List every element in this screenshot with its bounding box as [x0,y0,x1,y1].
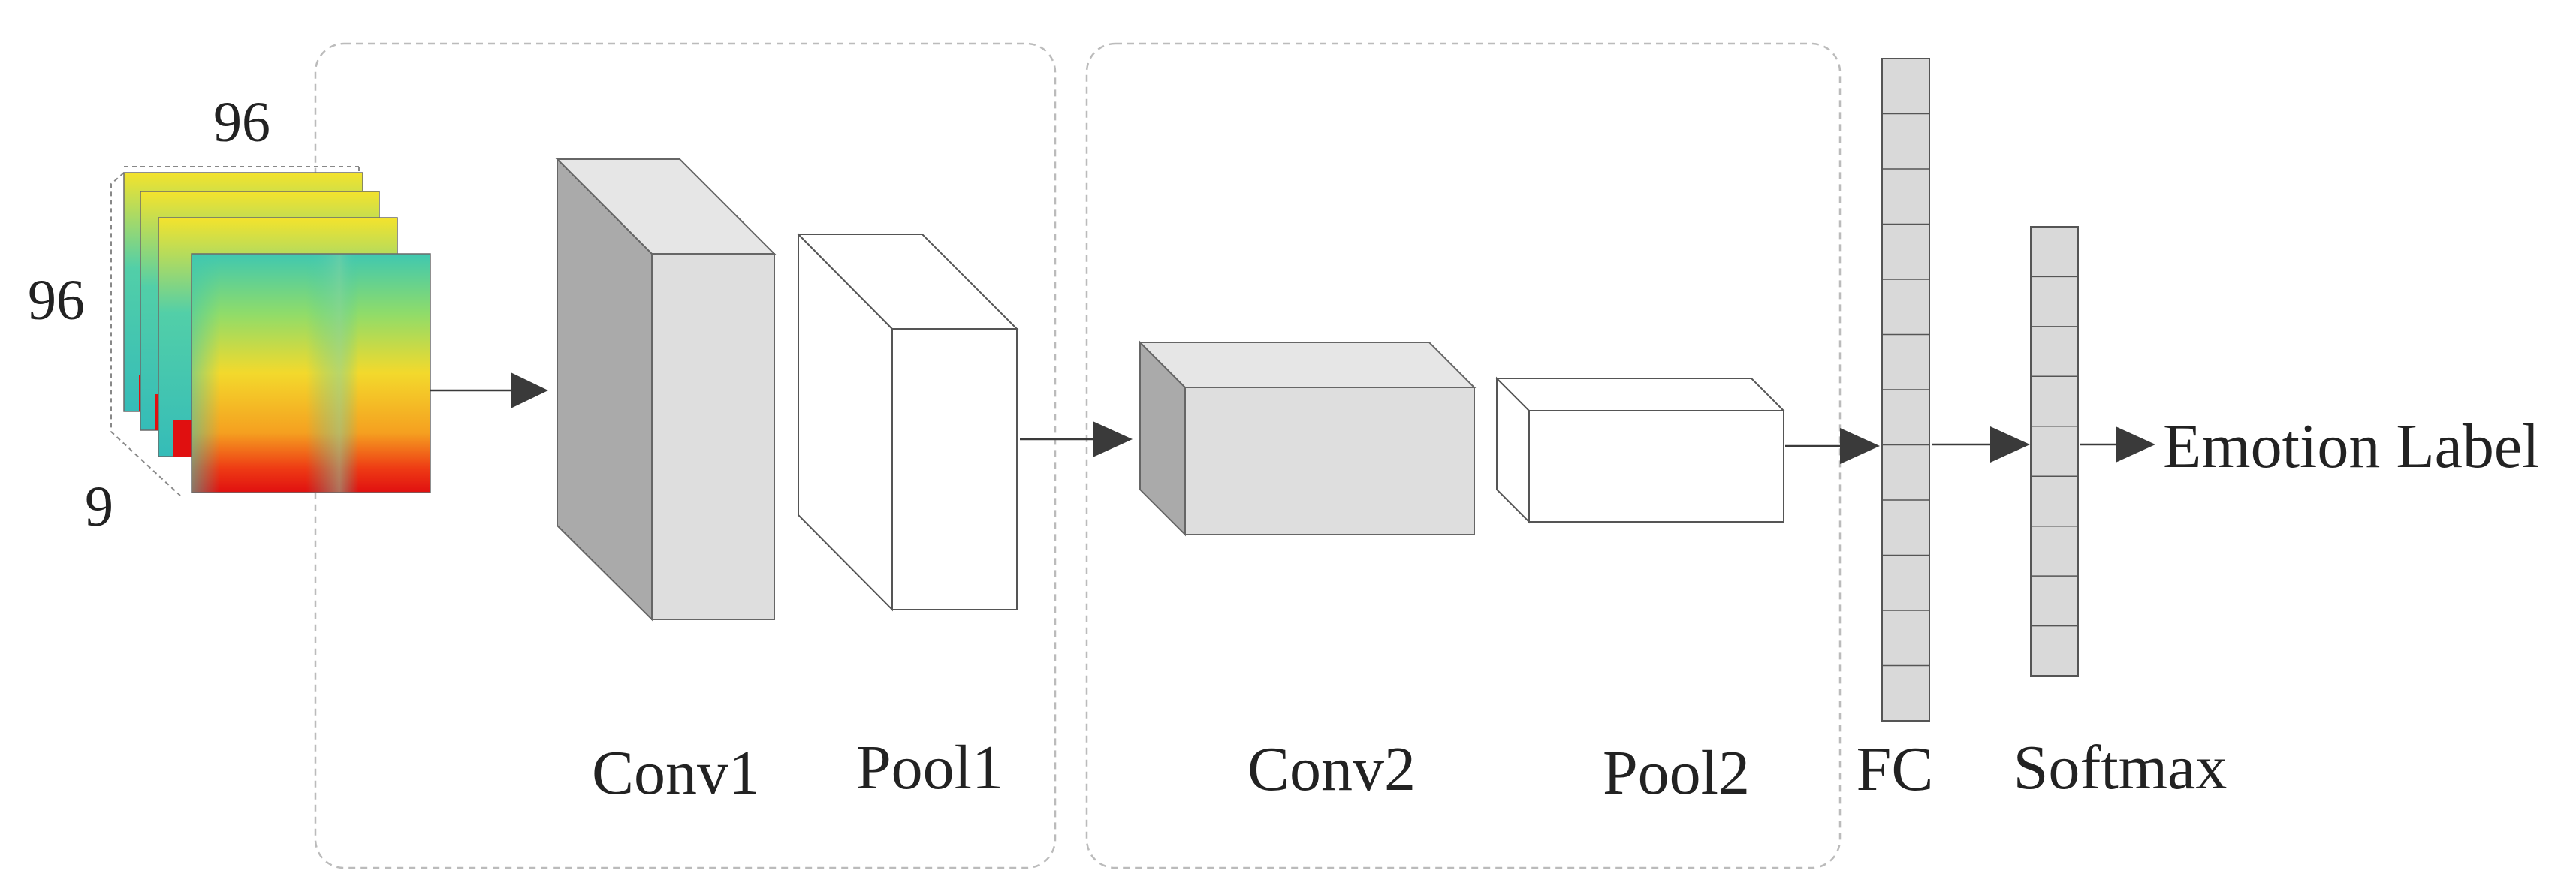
pool1-label: Pool1 [856,733,1003,803]
output-emotion-label: Emotion Label [2163,411,2540,481]
input-width-label: 96 [213,91,270,154]
pool1-block [796,232,1019,612]
conv1-block [555,157,777,622]
softmax-label: Softmax [2013,733,2228,803]
input-height-label: 96 [28,269,85,332]
conv2-block [1138,340,1477,537]
fc-label: FC [1857,734,1934,804]
fc-layer-vector [1881,58,1930,722]
arrow-input-to-conv1 [430,372,548,408]
softmax-layer-vector [2030,226,2079,677]
arrow-pool1-to-conv2 [1020,421,1133,457]
conv1-label: Conv1 [592,738,760,808]
input-spectrogram-stack [110,166,431,496]
pool2-block [1495,376,1786,524]
conv-block-2-group-border [1085,42,1842,869]
spectrogram-frame-1 [191,253,431,493]
pool2-label: Pool2 [1603,738,1750,808]
conv-block-1-group-border [314,42,1057,869]
input-depth-label: 9 [85,475,113,538]
arrow-softmax-to-output [2080,426,2155,463]
conv2-label: Conv2 [1247,734,1416,804]
arrow-fc-to-softmax [1932,426,2030,463]
arrow-pool2-to-fc [1785,428,1880,464]
